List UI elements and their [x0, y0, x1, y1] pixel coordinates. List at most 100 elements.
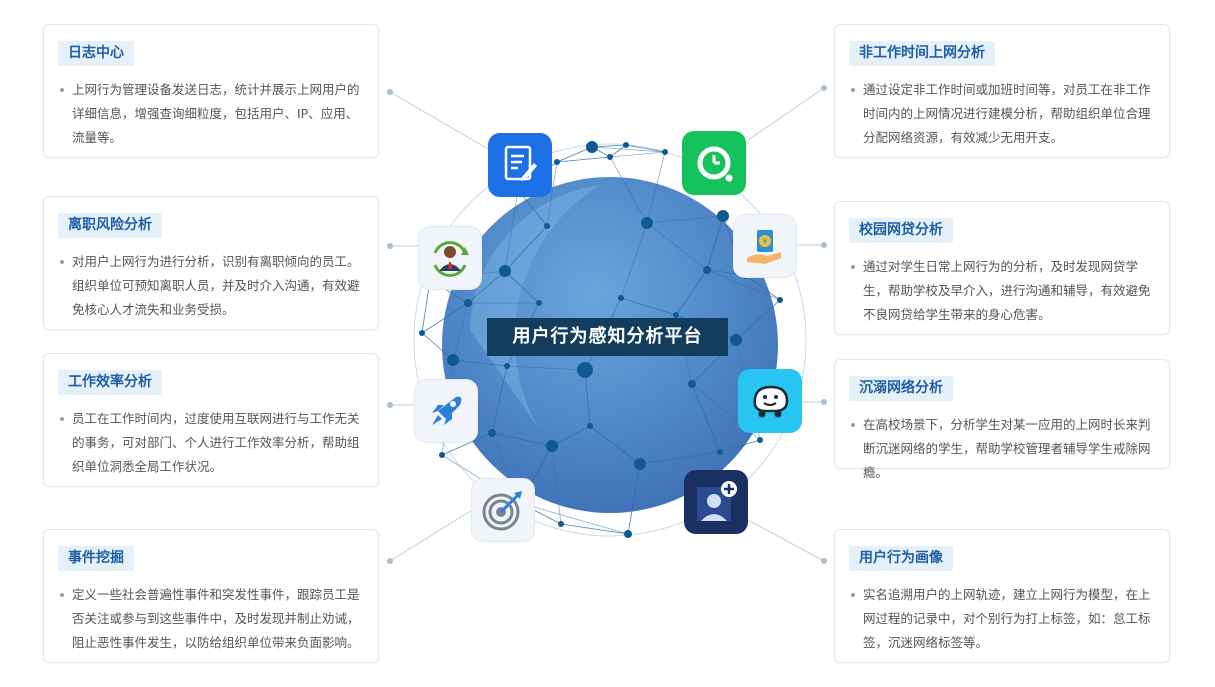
mesh-node	[618, 295, 624, 301]
mesh-link	[591, 146, 666, 153]
card-title: 事件挖掘	[58, 546, 134, 571]
card-resign-risk: 离职风险分析 对用户上网行为进行分析，识别有离职倾向的员工。组织单位可预知离职人…	[43, 196, 379, 330]
mesh-node	[419, 330, 425, 336]
user-cycle-icon[interactable]	[418, 226, 482, 290]
card-description: 对用户上网行为进行分析，识别有离职倾向的员工。组织单位可预知离职人员，并及时介入…	[58, 250, 364, 322]
mesh-node	[544, 223, 550, 229]
mesh-link	[504, 189, 519, 272]
document-edit-icon[interactable]	[488, 133, 552, 197]
user-profile-pin-icon[interactable]	[684, 470, 748, 534]
mesh-node	[554, 159, 560, 165]
mesh-link	[467, 270, 506, 304]
card-title: 校园网贷分析	[849, 218, 953, 243]
connector-lines	[387, 85, 827, 564]
sphere-highlight	[470, 185, 600, 430]
mesh-link	[735, 299, 781, 341]
card-offhours-analysis: 非工作时间上网分析 通过设定非工作时间或加班时间等，对员工在非工作时间内的上网情…	[834, 24, 1170, 158]
mesh-node	[673, 312, 679, 318]
mesh-link	[506, 365, 586, 371]
mesh-node	[757, 437, 763, 443]
mesh-link	[452, 359, 508, 367]
mesh-link	[646, 215, 724, 224]
card-description: 通过对学生日常上网行为的分析，及时发现网贷学生，帮助学校及早介入，进行沟通和辅导…	[849, 255, 1155, 327]
mesh-node	[624, 530, 632, 538]
mesh-node	[623, 142, 629, 148]
waze-icon[interactable]	[738, 369, 802, 433]
mesh-link	[504, 225, 548, 272]
mesh-node	[546, 440, 558, 452]
mesh-link	[551, 445, 562, 525]
mesh-node	[777, 297, 783, 303]
mesh-link	[646, 151, 666, 224]
mesh-node	[439, 452, 445, 458]
mesh-link	[691, 383, 721, 453]
connector-line	[747, 87, 825, 141]
target-icon[interactable]	[471, 478, 535, 542]
connector-dot	[821, 399, 827, 405]
card-title: 沉溺网络分析	[849, 376, 953, 401]
mesh-node	[488, 429, 496, 437]
card-title: 工作效率分析	[58, 370, 162, 395]
mesh-link	[620, 222, 648, 299]
card-log-center: 日志中心 上网行为管理设备发送日志，统计并展示上网用户的详细信息，增强查询细粒度…	[43, 24, 379, 158]
card-description: 员工在工作时间内，过度使用互联网进行与工作无关的事务，可对部门、个人进行工作效率…	[58, 407, 364, 479]
card-title: 离职风险分析	[58, 213, 162, 238]
connector-line	[389, 91, 491, 151]
mesh-node	[634, 458, 646, 470]
money-hand-icon[interactable]: ¥	[733, 214, 797, 278]
mesh-link	[421, 332, 454, 361]
mesh-link	[719, 439, 761, 453]
mesh-link	[675, 269, 708, 316]
connector-dot	[821, 242, 827, 248]
mesh-link	[706, 215, 724, 271]
mesh-node	[586, 141, 598, 153]
mesh-node	[558, 521, 564, 527]
mesh-link	[556, 146, 593, 163]
card-work-efficiency: 工作效率分析 员工在工作时间内，过度使用互联网进行与工作无关的事务，可对部门、个…	[43, 353, 379, 487]
mesh-node	[587, 423, 593, 429]
card-addiction-analysis: 沉溺网络分析 在高校场景下，分析学生对某一应用的上网时长来判断沉迷网络的学生，帮…	[834, 359, 1170, 480]
mesh-link	[627, 463, 641, 535]
mesh-node	[717, 449, 723, 455]
card-description: 实名追溯用户的上网轨迹，建立上网行为模型，在上网过程的记录中，对个别行为打上标签…	[849, 583, 1155, 655]
connector-line	[389, 509, 473, 562]
mesh-node	[577, 362, 593, 378]
mesh-link	[441, 432, 493, 456]
connector-dot	[387, 402, 393, 408]
connector-line	[747, 519, 825, 562]
mesh-link	[452, 302, 469, 361]
mesh-node	[536, 300, 542, 306]
mesh-link	[556, 156, 611, 163]
card-description: 定义一些社会普遍性事件和突发性事件，跟踪员工是否关注或参与到这些事件中，及时发现…	[58, 583, 364, 655]
card-title: 日志中心	[58, 41, 134, 66]
mesh-node	[688, 380, 696, 388]
mesh-node	[607, 154, 613, 160]
connector-dot	[387, 89, 393, 95]
mesh-link	[421, 302, 469, 334]
mesh-link	[609, 151, 666, 158]
rocket-icon[interactable]	[414, 379, 478, 443]
clock-icon[interactable]	[682, 131, 746, 195]
mesh-node	[730, 334, 742, 346]
mesh-node	[499, 265, 511, 277]
mesh-node	[641, 217, 653, 229]
mesh-link	[589, 425, 641, 465]
mesh-link	[491, 432, 553, 447]
card-campus-loan: 校园网贷分析 通过对学生日常上网行为的分析，及时发现网贷学生，帮助学校及早介入，…	[834, 201, 1170, 335]
mesh-node	[504, 363, 510, 369]
mesh-node	[464, 299, 472, 307]
network-mesh	[419, 141, 783, 538]
mesh-link	[639, 451, 721, 465]
card-title: 非工作时间上网分析	[849, 41, 995, 66]
mesh-link	[584, 369, 591, 427]
mesh-link	[691, 339, 737, 385]
mesh-link	[646, 222, 708, 271]
mesh-node	[717, 210, 729, 222]
mesh-link	[491, 365, 508, 434]
card-user-profile: 用户行为画像 实名追溯用户的上网轨迹，建立上网行为模型，在上网过程的记录中，对个…	[834, 529, 1170, 663]
mesh-link	[620, 297, 677, 316]
sphere-halo	[413, 143, 807, 537]
center-platform-label: 用户行为感知分析平台	[487, 318, 728, 356]
mesh-link	[519, 502, 629, 535]
